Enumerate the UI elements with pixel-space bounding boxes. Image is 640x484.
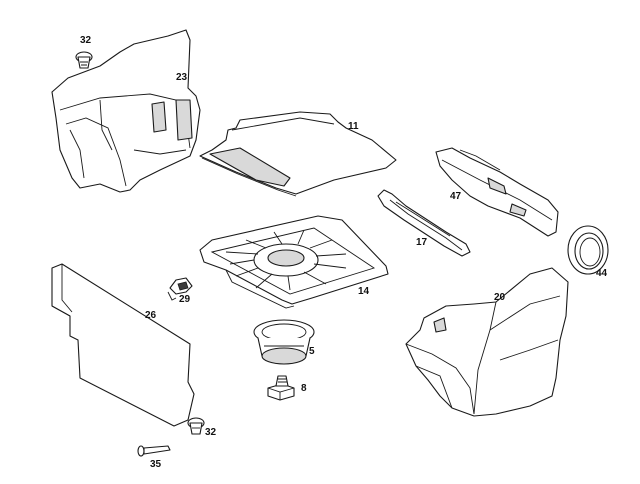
callout-label-32-top: 32 (80, 35, 92, 46)
trunk-floor-mat-part-11 (199, 111, 397, 197)
cup-damper-part-5 (253, 319, 315, 365)
ring-seal-part-44 (567, 225, 609, 275)
callout-label-35: 35 (150, 459, 162, 470)
left-trunk-side-panel-part-23 (51, 29, 201, 193)
partition-board-part-26 (51, 263, 195, 427)
callout-label-11: 11 (348, 121, 359, 132)
callout-label-8: 8 (301, 383, 307, 394)
callout-label-29: 29 (179, 294, 191, 305)
callout-label-47: 47 (450, 191, 462, 202)
grommet-clip-part-32-top (75, 51, 93, 69)
right-trunk-side-panel-part-20 (405, 267, 569, 417)
callout-label-17: 17 (416, 237, 428, 248)
nut-part-8 (267, 375, 295, 401)
rear-cross-member-part-47 (435, 147, 559, 237)
callout-label-20: 20 (494, 292, 506, 303)
spare-wheel-well-part-14 (199, 215, 389, 309)
callout-label-23: 23 (176, 72, 188, 83)
plug-part-32-bottom (187, 417, 205, 435)
callout-label-32-bottom: 32 (205, 427, 217, 438)
callout-label-14: 14 (358, 286, 370, 297)
small-clip-part-29 (167, 277, 193, 301)
screw-part-35 (137, 445, 171, 457)
callout-label-5: 5 (309, 346, 315, 357)
retaining-strap-part-17 (377, 189, 471, 257)
callout-label-44: 44 (596, 268, 608, 279)
callout-label-26: 26 (145, 310, 157, 321)
